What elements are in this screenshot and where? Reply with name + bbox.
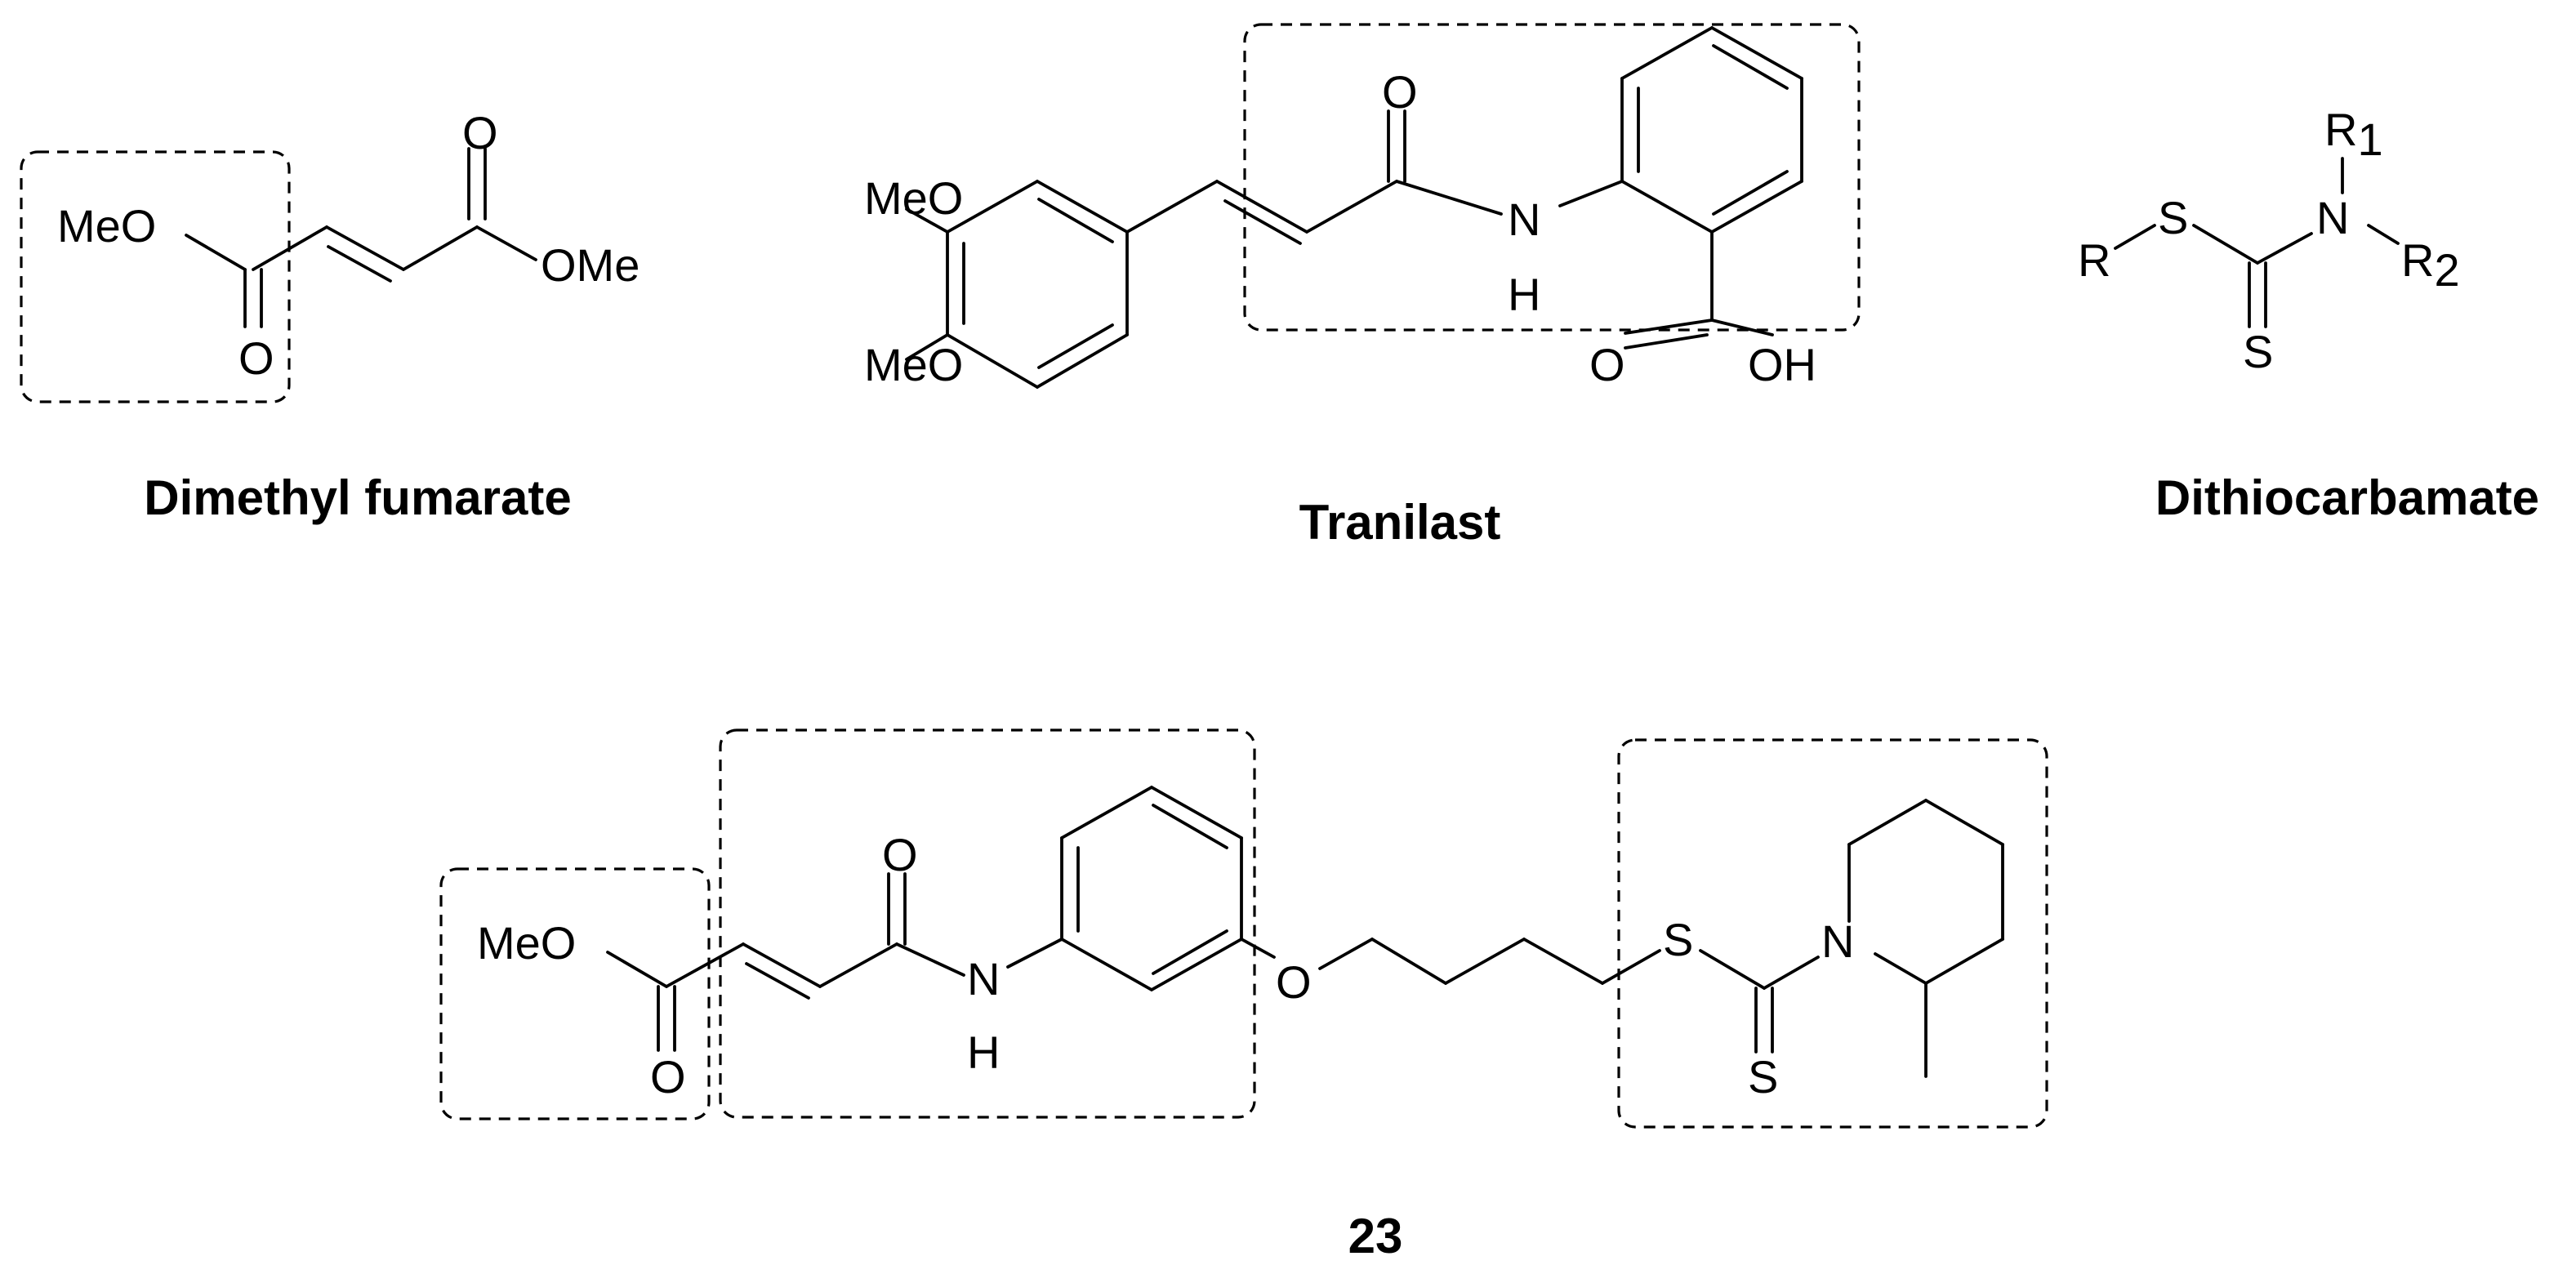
dmf-caption: Dimethyl fumarate — [144, 470, 571, 525]
compound-23-caption: 23 — [1348, 1209, 1403, 1263]
c23-ether-oxygen-label: O — [1276, 956, 1312, 1008]
tranilast-amide-hydrogen-label: H — [1508, 269, 1540, 320]
dithiocarbamate-structure: R S N S R1 R2 Dithiocarbamate — [2078, 104, 2539, 525]
tranilast-meo-bottom-label: MeO — [864, 339, 963, 390]
c23-amide-carbonyl-oxygen-label: O — [882, 829, 918, 880]
c23-amide-nitrogen-label: N — [967, 953, 1000, 1004]
tranilast-hydroxyl-label: OH — [1748, 339, 1816, 390]
dithiocarbamate-caption: Dithiocarbamate — [2155, 470, 2539, 525]
compound-23-structure: MeO O O N H O S N S 23 — [439, 728, 2048, 1263]
dtc-nitrogen-label: N — [2316, 192, 2349, 243]
dmf-ome-label: OMe — [541, 239, 640, 291]
dithiocarbamate-bonds — [2114, 157, 2400, 328]
tranilast-bonds — [905, 26, 1803, 389]
c23-dithiocarbamate-highlight-box — [1617, 738, 2048, 1129]
tranilast-acid-oxygen-label: O — [1589, 339, 1625, 390]
dtc-r1-label: R1 — [2324, 104, 2383, 165]
dtc-r2-label: R2 — [2401, 234, 2460, 296]
dtc-thione-sulfur-label: S — [2243, 326, 2273, 377]
tranilast-amide-nitrogen-label: N — [1508, 194, 1540, 245]
tranilast-meo-top-label: MeO — [864, 172, 963, 224]
c23-amide-highlight-box — [719, 728, 1256, 1119]
tranilast-structure: MeO MeO O N H O OH Tranilast — [864, 23, 1861, 550]
dtc-thioether-sulfur-label: S — [2158, 192, 2188, 243]
dmf-carbonyl-oxygen-label: O — [238, 332, 274, 384]
tranilast-highlight-box — [1243, 23, 1861, 332]
c23-ester-highlight-box — [439, 867, 711, 1120]
c23-thione-sulfur-label: S — [1748, 1051, 1778, 1102]
c23-meo-label: MeO — [477, 917, 576, 969]
dimethyl-fumarate-structure: MeO O O OMe Dimethyl fumarate — [20, 107, 640, 525]
c23-piperidine-nitrogen-label: N — [1821, 915, 1854, 967]
dmf-meo-label: MeO — [57, 200, 156, 252]
dmf-bonds — [185, 147, 537, 328]
c23-ester-carbonyl-oxygen-label: O — [650, 1051, 686, 1102]
c23-thioether-sulfur-label: S — [1663, 914, 1693, 965]
tranilast-caption: Tranilast — [1299, 495, 1501, 550]
dmf-highlight-box — [20, 150, 291, 403]
dmf-top-oxygen-label: O — [462, 107, 498, 158]
tranilast-carbonyl-oxygen-label: O — [1382, 66, 1418, 118]
c23-bonds — [606, 786, 2004, 1078]
c23-amide-hydrogen-label: H — [967, 1027, 1000, 1078]
dtc-r-label: R — [2078, 234, 2110, 286]
